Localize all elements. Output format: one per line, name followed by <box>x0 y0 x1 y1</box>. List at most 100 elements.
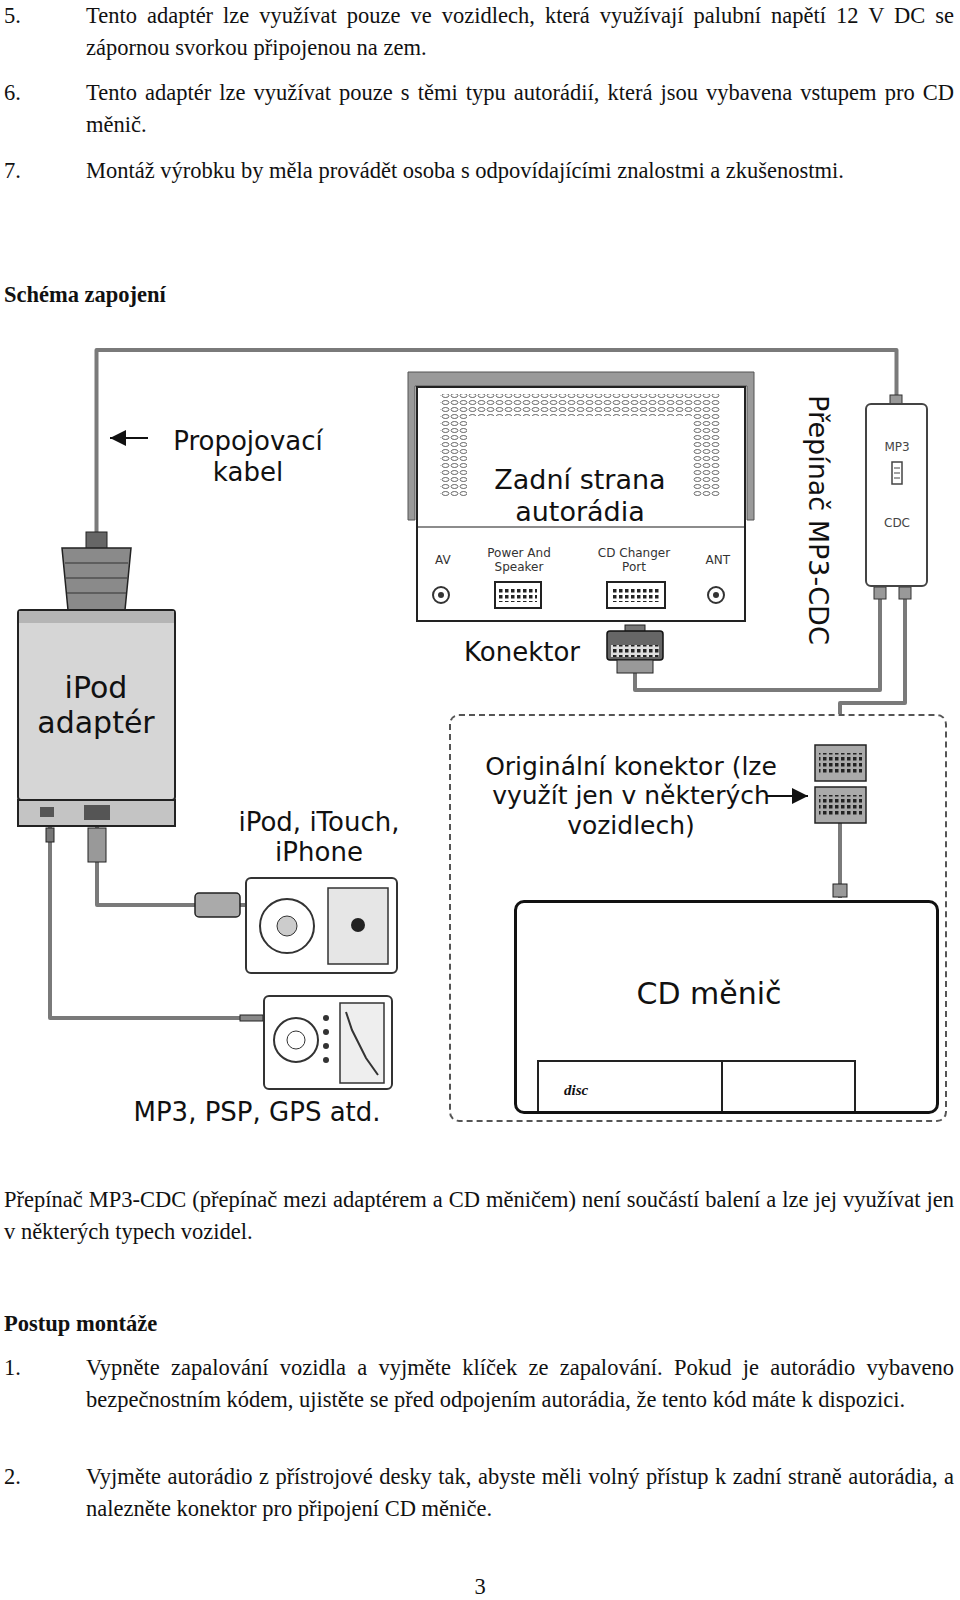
mp3-button <box>323 1043 329 1049</box>
changer-drawer <box>538 1061 855 1112</box>
port-label: Power And Speaker <box>479 546 559 574</box>
radio-vents <box>693 416 720 498</box>
mp3-screen-graph <box>346 1012 378 1075</box>
port-label: CD Changer Port <box>591 546 677 574</box>
dock-plug <box>195 893 240 917</box>
av-jack <box>433 587 449 603</box>
leader-arrow <box>766 795 808 797</box>
mp3-button <box>323 1029 329 1035</box>
jack-plug <box>240 1015 263 1021</box>
adapter-port-strip <box>18 800 175 826</box>
radio-title: Zadní strana autorádia <box>455 464 705 528</box>
mp3-device: MP3, PSP, GPS atd. <box>263 995 393 1090</box>
original-connector-pins <box>819 795 862 815</box>
leader-arrow <box>110 437 148 439</box>
list-number: 2. <box>4 1461 64 1493</box>
device-heading: MP3, PSP, GPS atd. <box>134 1097 381 1128</box>
switch-slider <box>894 473 900 474</box>
cd-changer: CD měnič disc <box>514 900 939 1114</box>
db-plug <box>65 563 128 564</box>
connector-label: Konektor <box>464 637 580 668</box>
original-connector <box>815 787 866 823</box>
list-number: 1. <box>4 1352 64 1384</box>
usb-plug <box>88 828 106 862</box>
mp3-wheel <box>287 1031 305 1049</box>
changer-drawer <box>721 1061 723 1112</box>
connector-boot <box>617 660 653 673</box>
adapter-box: iPod adaptér <box>18 610 175 826</box>
original-connector <box>815 745 866 781</box>
mp3-screen <box>340 1003 384 1083</box>
cdc-socket <box>607 582 665 608</box>
switch-position: MP3 <box>885 440 910 454</box>
cable <box>840 587 905 714</box>
list-number: 6. <box>4 77 64 109</box>
port-label: AV <box>435 553 451 567</box>
optional-region: Originální konektor (lze využít jen v ně… <box>449 714 947 1122</box>
adapter-body <box>18 610 175 800</box>
list-text: Montáž výrobku by měla provádět osoba s … <box>86 155 954 187</box>
mp3-wheel <box>274 1018 318 1062</box>
switch-box: Přepínač MP3-CDCMP3CDC <box>865 403 928 587</box>
radio-vents <box>440 416 467 498</box>
switch-grommet <box>899 587 911 599</box>
jack-plug <box>46 828 54 842</box>
adapter-port <box>40 807 54 817</box>
adapter-port <box>84 805 110 820</box>
db-plug <box>62 548 131 610</box>
ipod-screen <box>328 888 388 964</box>
switch-heading: Přepínač MP3-CDC <box>802 395 834 645</box>
switch-position: CDC <box>884 516 910 530</box>
db-plug <box>67 593 126 594</box>
power-socket <box>495 582 541 608</box>
region-heading: Originální konektor (lze využít jen v ně… <box>461 752 801 841</box>
adapter-label: iPod adaptér <box>21 670 171 741</box>
mp3-button <box>323 1015 329 1021</box>
ant-jack <box>708 587 724 603</box>
changer-grommet <box>833 884 847 897</box>
ant-jack <box>713 592 719 598</box>
cable-label: Propojovací kabel <box>153 426 343 487</box>
cable <box>50 826 263 1018</box>
connector-pins <box>611 645 659 657</box>
list-number: 7. <box>4 155 64 187</box>
connector-plug <box>607 631 663 660</box>
cdc-socket-pins <box>612 588 660 602</box>
av-jack <box>438 592 444 598</box>
switch-grommet <box>874 587 886 599</box>
changer-label: CD měnič <box>637 976 782 1011</box>
click-wheel <box>277 916 297 936</box>
db-plug <box>66 578 127 579</box>
cable <box>635 587 880 690</box>
radio-back: Zadní strana autorádiaAV Power And Speake… <box>416 386 746 622</box>
connector-plug <box>611 645 659 657</box>
list-number: 5. <box>4 0 64 32</box>
list-text: Vyjměte autorádio z přístrojové desky ta… <box>86 1461 954 1525</box>
port-label: ANT <box>706 553 731 567</box>
list-text: Tento adaptér lze využívat pouze ve vozi… <box>86 0 954 64</box>
page-number: 3 <box>430 1571 530 1600</box>
switch-slider <box>892 462 902 484</box>
diagram-title: Schéma zapojení <box>4 279 166 311</box>
list-text: Tento adaptér lze využívat pouze s těmi … <box>86 77 954 141</box>
device-heading: iPod, iTouch, iPhone <box>212 807 427 868</box>
disc-logo: disc <box>564 1082 588 1100</box>
cable <box>97 826 245 905</box>
changer-cable <box>838 823 842 898</box>
cable <box>97 350 897 610</box>
switch-slider <box>894 478 900 479</box>
ipod-device: iPod, iTouch, iPhone <box>245 877 398 974</box>
switch-slider <box>894 468 900 469</box>
cable-boot <box>86 532 107 550</box>
mp3-button <box>323 1057 329 1063</box>
original-connector-pins <box>819 753 862 773</box>
connector-latch <box>625 625 645 632</box>
power-socket-pins <box>499 588 537 602</box>
radio-vents <box>440 394 720 416</box>
adapter-bevel <box>19 611 174 623</box>
paragraph-text: Přepínač MP3-CDC (přepínač mezi adaptére… <box>4 1184 954 1248</box>
apple-logo <box>351 918 365 932</box>
section-heading: Postup montáže <box>4 1308 604 1340</box>
